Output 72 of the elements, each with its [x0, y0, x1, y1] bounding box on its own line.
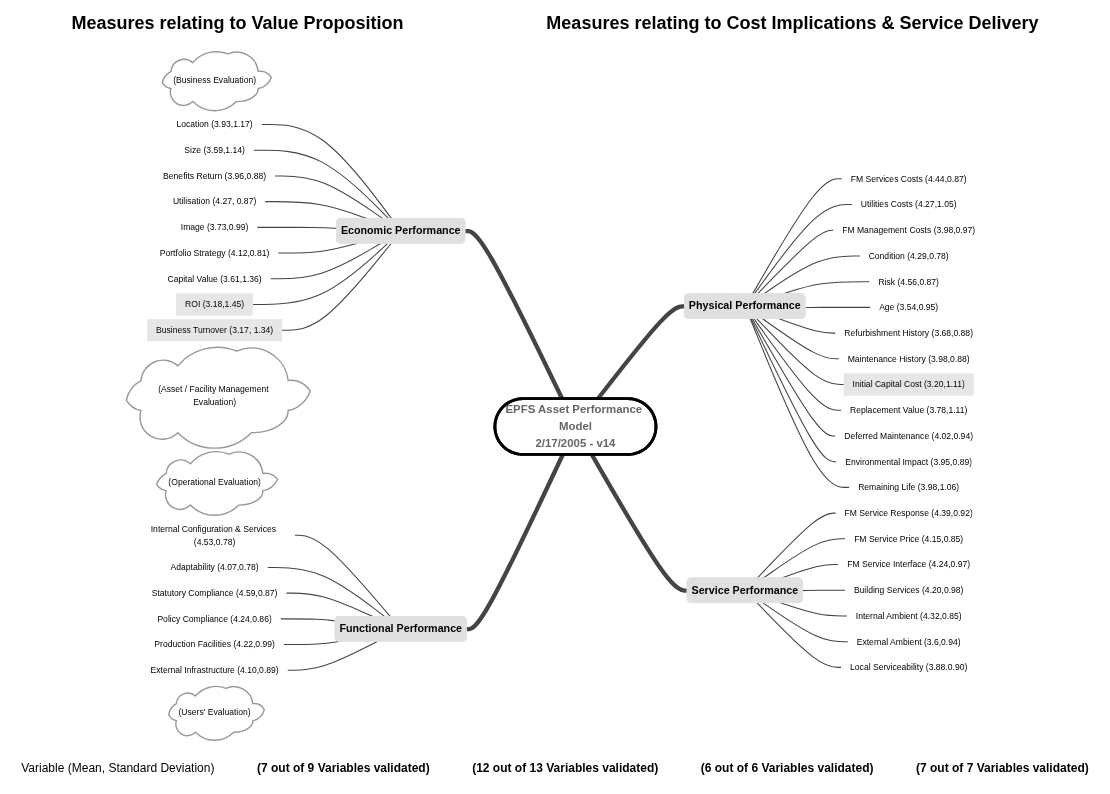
connector: [756, 318, 845, 386]
node-text: Environmental Impact (3.95,0.89): [845, 456, 973, 467]
node-text: Replacement Value (3.78,1.11): [849, 405, 968, 416]
node-text: FM Service Price (4.15,0.85): [854, 533, 964, 544]
connector: [294, 534, 392, 618]
node-text: Internal Configuration & Services (4.53,0.78): [150, 523, 277, 547]
node-text: Condition (4.29,0.78): [868, 250, 949, 261]
connector: [750, 318, 838, 463]
connector: [749, 318, 851, 488]
node-box: Initial Capital Cost (3.20,1.11): [843, 373, 974, 396]
connector: [274, 175, 384, 220]
connector: [252, 242, 389, 306]
node-text: Refurbishment History (3.68,0.88): [844, 328, 973, 339]
node-text: Risk (4.56,0.87): [878, 276, 939, 287]
node-text: Age (3.54,0.95): [879, 302, 939, 313]
node-text: Maintenance History (3.98,0.88): [847, 353, 970, 364]
column-key: Variable (Mean, Standard Deviation): [21, 761, 215, 775]
node-box: ROI (3.18,1.45): [176, 293, 254, 316]
connector: [281, 242, 392, 331]
connector: [753, 318, 842, 411]
node-text: Benefits Return (3.96,0.88): [163, 170, 267, 181]
connector: [286, 640, 378, 671]
connector: [279, 618, 336, 622]
node-text: External Infrastructure (4.10,0.89): [150, 665, 279, 676]
node-text: Internal Ambient (4.32,0.85): [855, 610, 962, 621]
connector: [252, 149, 390, 220]
node-text: FM Management Costs (3.98,0.97): [842, 225, 976, 236]
node-text: Building Services (4.20,0.98): [853, 585, 964, 596]
node-box: Business Turnover (3.17, 1.34): [147, 319, 283, 342]
connector: [756, 512, 837, 579]
node-text: FM Services Costs (4.44,0.87): [850, 173, 967, 184]
validation-note: (7 out of 9 Variables validated): [256, 761, 430, 775]
node-text: Size (3.59,1.14): [184, 145, 245, 156]
node-text: Deferred Maintenance (4.02,0.94): [844, 430, 973, 441]
connector: [282, 640, 340, 646]
node-text: FM Service Response (4.39,0.92): [844, 508, 973, 519]
node-text: Production Facilities (4.22,0.99): [154, 639, 275, 650]
connector: [780, 602, 848, 617]
validation-note: (7 out of 7 Variables validated): [916, 761, 1089, 775]
validation-note: (12 out of 13 Variables validated): [472, 761, 659, 775]
connector: [762, 255, 861, 295]
section-heading: Measures relating to Cost Implications & Service Delivery: [546, 12, 1039, 34]
node-text: Image (3.73,0.99): [180, 222, 249, 233]
validation-note: (6 out of 6 Variables validated): [700, 761, 874, 775]
node-text: Portfolio Strategy (4.12,0.81): [159, 248, 270, 259]
connector: [762, 538, 847, 579]
connector: [266, 566, 386, 618]
node-text: Adaptability (4.07,0.78): [170, 562, 259, 573]
connector: [762, 318, 840, 360]
connector: [778, 318, 837, 334]
connector: [756, 229, 835, 295]
node-text: Utilisation (4.27, 0.87): [172, 196, 257, 207]
connector: [260, 123, 393, 220]
node-text: Location (3.93,1.17): [176, 119, 253, 130]
connector: [804, 306, 872, 309]
node-text: Policy Compliance (4.24,0.86): [157, 613, 272, 624]
connector: [762, 602, 849, 643]
connector: [256, 226, 338, 229]
node-text: External Ambient (3.6,0.94): [856, 636, 961, 647]
node-text: Utilities Costs (4.27,1.05): [860, 199, 957, 210]
connector: [753, 204, 853, 295]
connector: [756, 602, 843, 668]
node-text: FM Service Interface (4.24,0.97): [847, 559, 971, 570]
connector: [751, 178, 843, 295]
connector: [269, 242, 382, 280]
connector: [802, 589, 846, 592]
node-text: Statutory Compliance (4.59,0.87): [151, 588, 278, 599]
node-text: Local Serviceability (3.88.0.90): [850, 662, 968, 673]
connector: [751, 318, 837, 437]
node-text: Remaining Life (3.98,1.06): [858, 482, 960, 493]
node-text: Capital Value (3.61,1.36): [167, 273, 262, 284]
section-heading: Measures relating to Value Proposition: [71, 12, 404, 34]
